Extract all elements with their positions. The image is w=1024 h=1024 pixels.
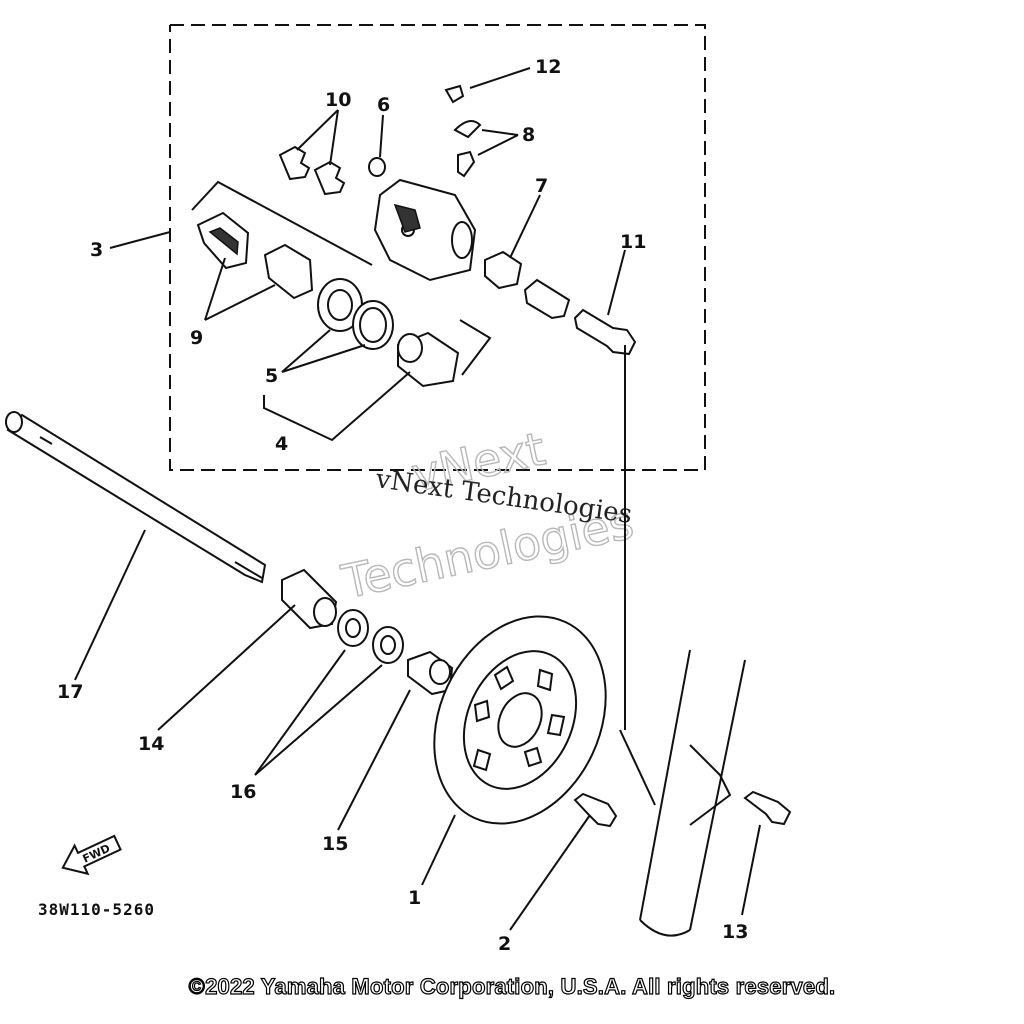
callout-15: 15 [322, 833, 348, 855]
piston-seals [317, 278, 394, 350]
brake-pads [196, 211, 314, 300]
callout-12: 12 [535, 56, 561, 78]
caliper-body [373, 178, 477, 282]
callout-4: 4 [275, 433, 288, 455]
callout-13: 13 [722, 921, 748, 943]
front-fork-leg [619, 649, 746, 937]
brake-disc [433, 615, 607, 825]
callout-17: 17 [57, 681, 83, 703]
bolts [573, 790, 792, 828]
callout-16: 16 [230, 781, 256, 803]
callout-11: 11 [620, 231, 646, 253]
bleed-parts [368, 84, 482, 178]
callout-2: 2 [498, 933, 511, 955]
slide-pin-parts [484, 250, 637, 356]
front-axle [5, 411, 267, 584]
diagram-code: 38W110-5260 [38, 900, 155, 919]
callout-9: 9 [190, 327, 203, 349]
callout-8: 8 [522, 124, 535, 146]
callout-10: 10 [325, 89, 351, 111]
callout-1: 1 [408, 887, 421, 909]
callout-7: 7 [535, 175, 548, 197]
wheel-bearings [337, 609, 404, 664]
callout-6: 6 [377, 94, 390, 116]
collar [407, 650, 454, 696]
copyright-notice: ©2022 Yamaha Motor Corporation, U.S.A. A… [188, 973, 836, 999]
forward-arrow-icon: FWD [61, 834, 122, 876]
caliper-piston [397, 331, 460, 388]
callout-3: 3 [90, 239, 103, 261]
caliper-assembly-boundary [169, 24, 706, 471]
leader-lines [74, 67, 761, 931]
callout-5: 5 [265, 365, 278, 387]
callout-14: 14 [138, 733, 164, 755]
spacer-collar [281, 568, 338, 630]
pad-spring-clips [278, 145, 346, 196]
